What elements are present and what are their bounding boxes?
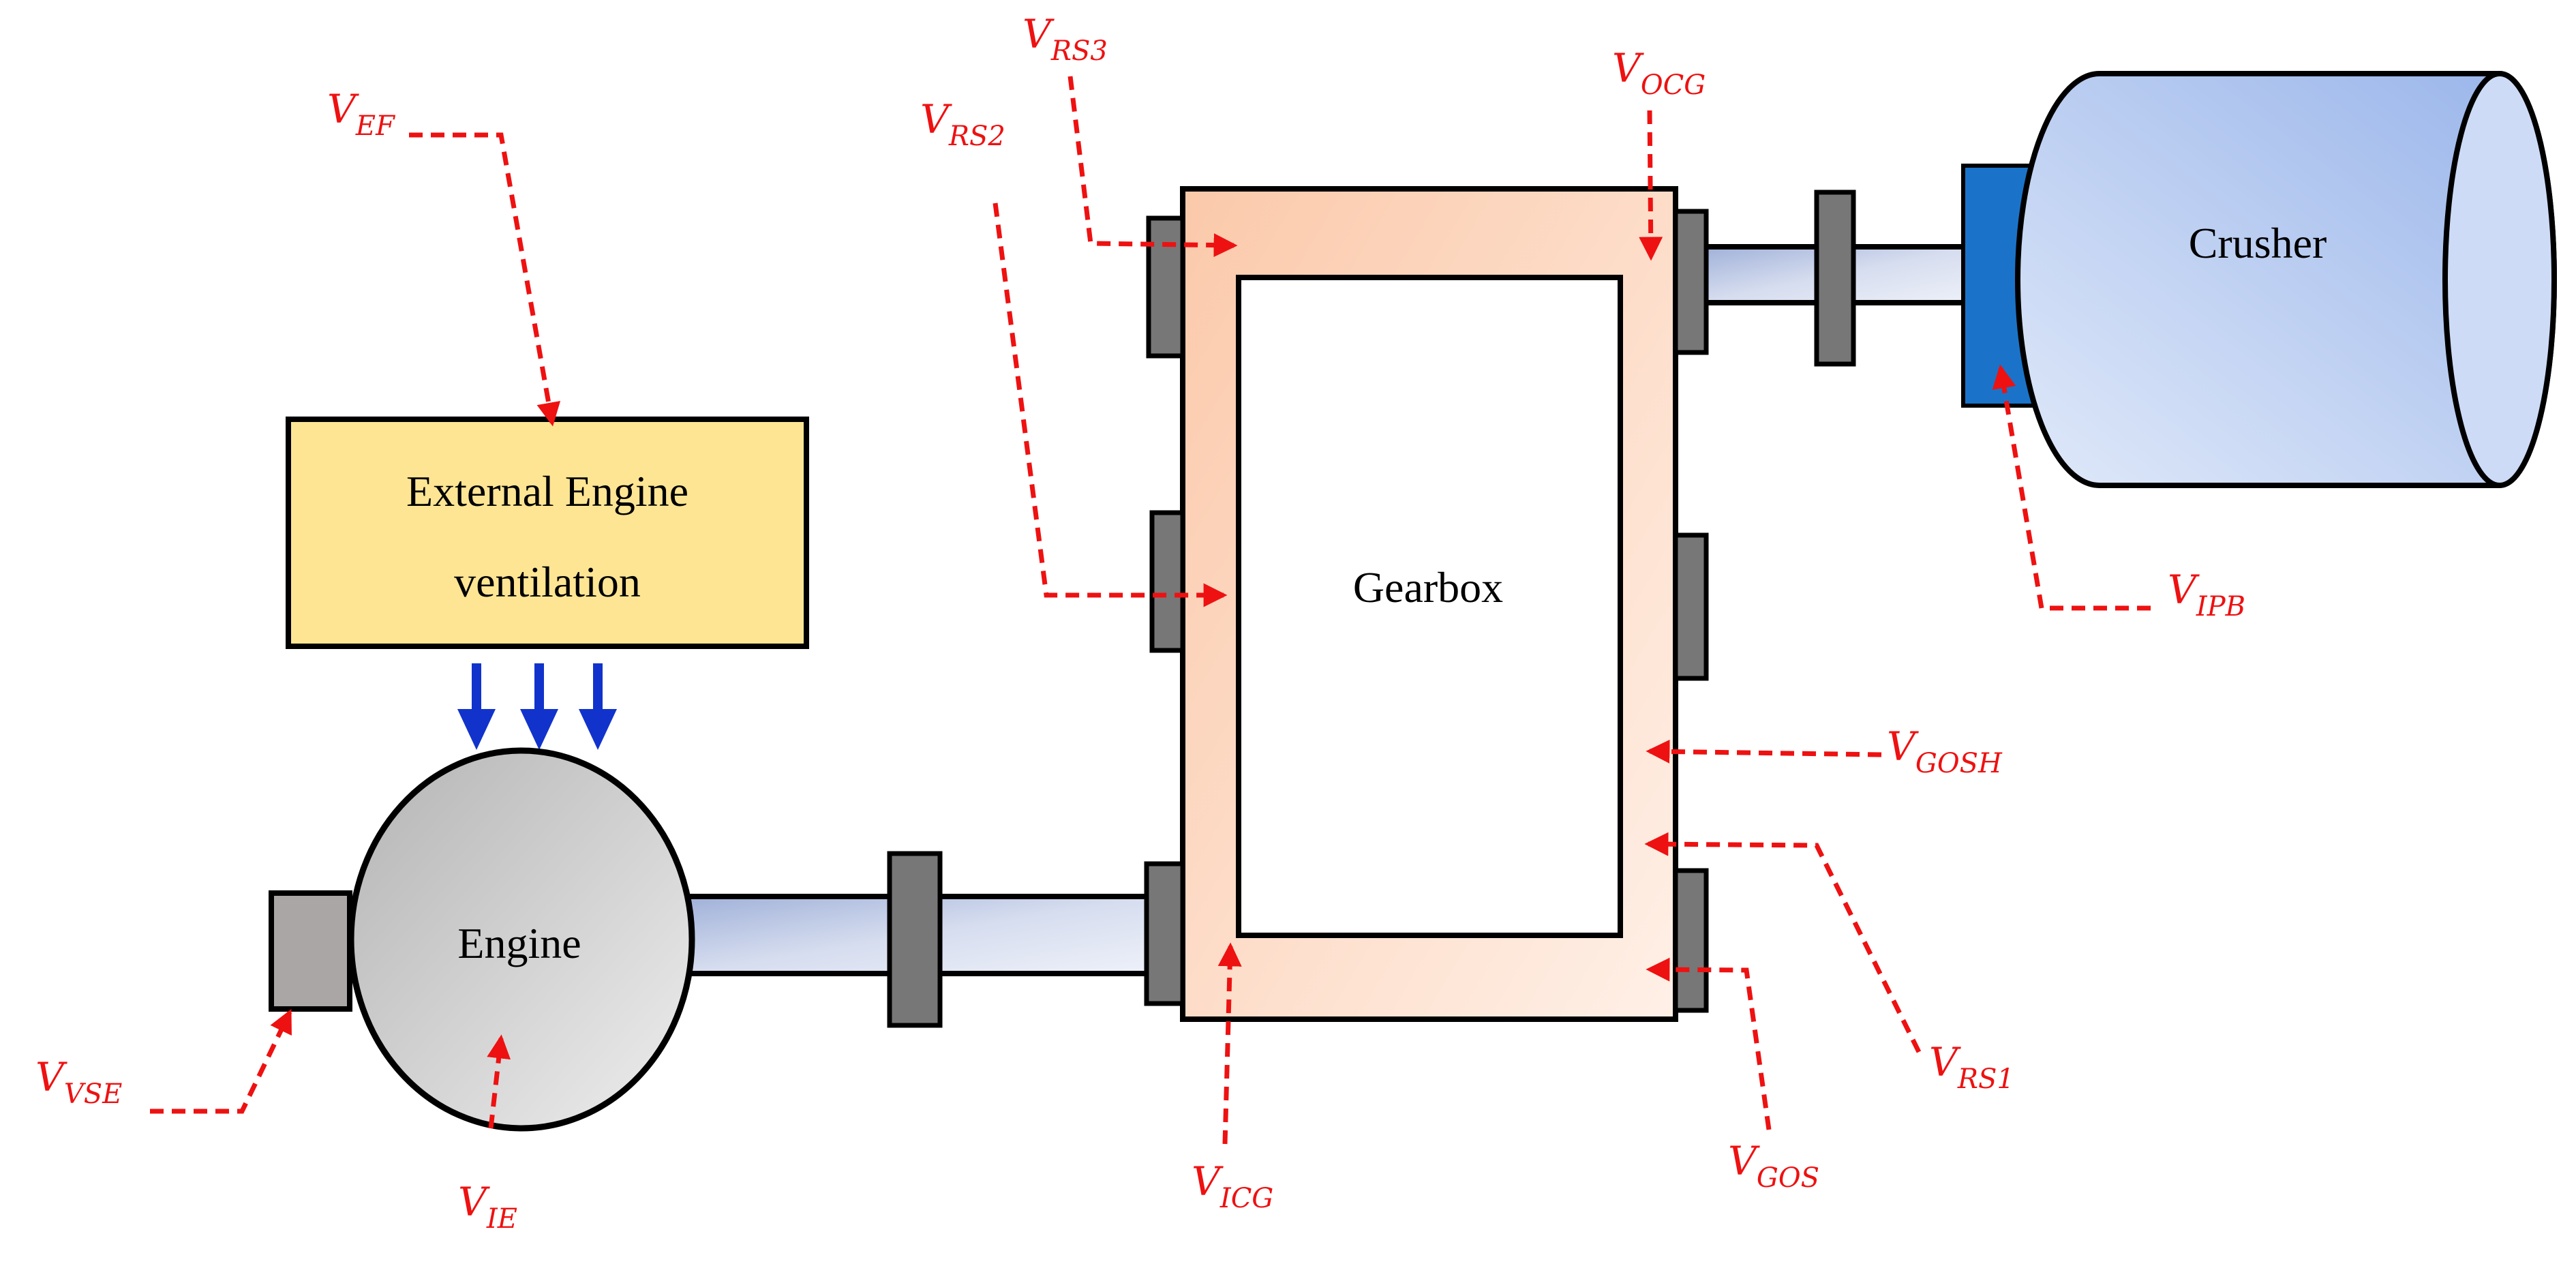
sensor-ocg-leader <box>1639 110 1663 261</box>
sensor-rs3-leader <box>1067 76 1238 258</box>
sensor-ipb-label: VIPB <box>2168 567 2245 622</box>
sensor-rs1-leader <box>1644 832 1922 1053</box>
sensor-rs3-label: VRS3 <box>1022 11 1108 67</box>
crusher-drum-end <box>2442 71 2557 488</box>
gearbox-bearing-middle-right <box>1673 532 1709 681</box>
sensor-rs2-label: VRS2 <box>920 96 1005 152</box>
crusher-label: Crusher <box>2189 219 2327 267</box>
gearbox-bearing-lower-left <box>1144 861 1185 1006</box>
gearbox-bearing-middle-left <box>1149 510 1185 653</box>
sensor-ipb-leader <box>1992 364 2151 611</box>
sensor-rs2-leader <box>992 202 1228 607</box>
sensor-gos-leader <box>1646 957 1772 1130</box>
sensor-ocg-label: VOCG <box>1612 45 1706 101</box>
sensor-ie-label: VIE <box>458 1179 517 1235</box>
engine-rear-mount <box>269 890 352 1012</box>
external-engine-ventilation: External Engine ventilation <box>286 417 809 649</box>
gearbox-bearing-upper-left <box>1146 215 1185 359</box>
ventilation-label-line1: External Engine <box>406 467 688 515</box>
engine-label: Engine <box>457 919 581 967</box>
engine-shaft-coupling <box>887 851 943 1028</box>
sensor-rs1-label: VRS1 <box>1929 1039 2014 1095</box>
sensor-ie-leader <box>487 1034 511 1129</box>
crusher-shaft-coupling <box>1814 190 1856 367</box>
ventilation-label-line2: ventilation <box>454 558 641 606</box>
sensor-ef-leader <box>409 132 561 427</box>
ventilation-box <box>286 417 809 649</box>
sensor-ef-label: VEF <box>327 86 395 142</box>
gearbox-inner-frame <box>1236 275 1623 938</box>
sensor-gosh-leader <box>1646 739 1882 764</box>
engine: Engine <box>269 747 695 1132</box>
sensor-leaders <box>150 76 2151 1145</box>
gearbox-label: Gearbox <box>1353 563 1503 612</box>
crusher: Crusher <box>1961 71 2557 488</box>
sensor-icg-label: VICG <box>1192 1158 1273 1214</box>
airflow-arrow-icon <box>579 663 617 750</box>
gearbox-bearing-upper-right <box>1673 209 1709 355</box>
sensor-icg-leader <box>1217 942 1242 1145</box>
sensor-vse-leader <box>150 1008 292 1114</box>
gearbox-bearing-lower-right <box>1673 868 1709 1013</box>
sensor-labels: VEF VVSE VIE VRS2 VRS3 VOCG VICG VIPB VG… <box>35 11 2245 1235</box>
sensor-gosh-label: VGOSH <box>1887 723 2003 779</box>
gearbox: Gearbox <box>1144 186 1709 1022</box>
engine-body <box>348 747 695 1132</box>
airflow-arrows <box>457 663 617 750</box>
airflow-arrow-icon <box>457 663 496 750</box>
airflow-arrow-icon <box>520 663 558 750</box>
sensor-vse-label: VVSE <box>35 1054 122 1110</box>
sensor-gos-label: VGOS <box>1728 1138 1819 1194</box>
